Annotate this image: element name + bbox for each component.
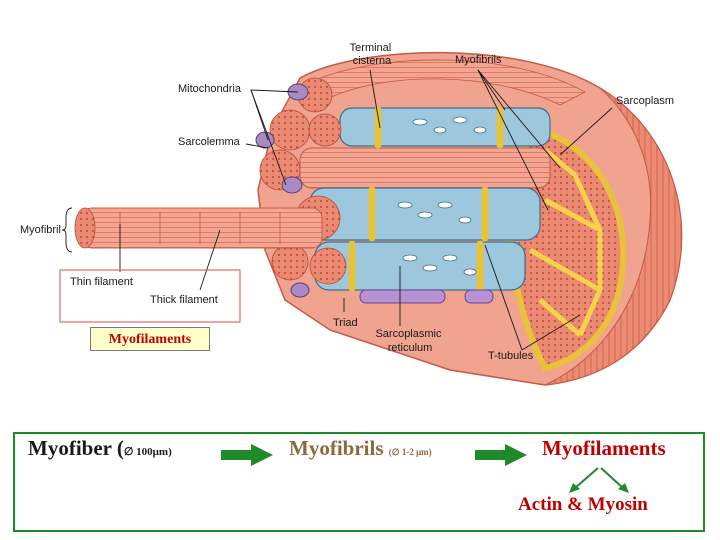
- hierarchy-summary-box: Myofiber (∅ 100μm) Myofibrils (∅ 1-2 μm)…: [13, 432, 705, 532]
- label-t-tubules: T-tubules: [488, 350, 534, 362]
- label-myofibril: Myofibril: [20, 224, 61, 236]
- myofiber-label: Myofiber (∅ 100μm): [28, 436, 172, 461]
- label-mitochondria: Mitochondria: [178, 83, 242, 95]
- label-thick-filament: Thick filament: [150, 294, 218, 306]
- label-terminal-cisterna: Terminal cisterna: [350, 42, 395, 67]
- myofiber-text: Myofiber (: [28, 436, 124, 460]
- filament-label-box: [59, 269, 241, 323]
- right-arrow-icon: [475, 444, 527, 466]
- myofibrils-text: Myofibrils: [289, 436, 384, 460]
- actin-myosin-label: Actin & Myosin: [518, 494, 648, 515]
- sarcoplasmic-reticulum-sacs: [359, 289, 494, 304]
- right-arrow-icon: [221, 444, 273, 466]
- myofibrils-size: (∅ 1-2 μm): [388, 447, 432, 457]
- label-sarcoplasm: Sarcoplasm: [616, 95, 674, 107]
- projecting-myofibril: [74, 207, 323, 249]
- leader-lines: [61, 69, 613, 351]
- label-myofibrils: Myofibrils: [455, 54, 502, 66]
- split-arrows-icon: [569, 467, 629, 493]
- label-triad: Triad: [333, 317, 358, 329]
- myofibrils-label: Myofibrils (∅ 1-2 μm): [289, 436, 432, 461]
- myofiber-size: ∅ 100μm): [123, 446, 172, 458]
- myofilaments-label: Myofilaments: [542, 436, 666, 460]
- label-sarcolemma: Sarcolemma: [178, 136, 241, 148]
- label-thin-filament: Thin filament: [70, 276, 133, 288]
- muscle-fiber-diagram: Terminal cisterna Myofibrils Mitochondri…: [20, 42, 683, 386]
- myofilaments-tag: Myofilaments: [90, 327, 210, 351]
- label-sarcoplasmic-reticulum: Sarcoplasmic reticulum: [375, 328, 444, 354]
- myofibril-bundles: [299, 106, 551, 292]
